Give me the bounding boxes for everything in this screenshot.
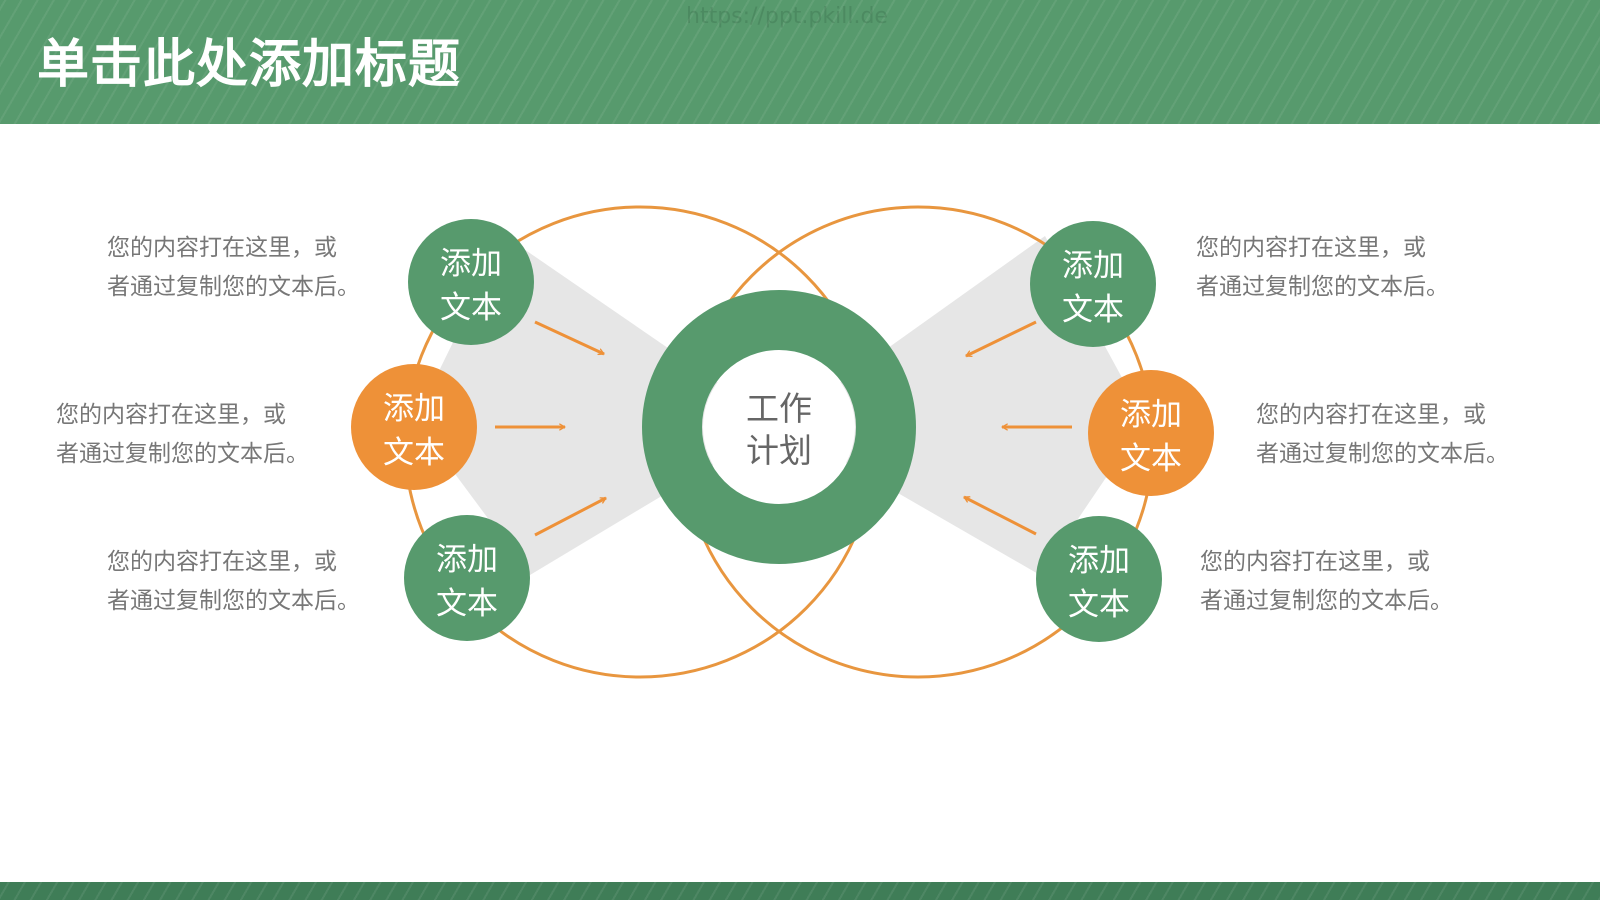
center-label-line1: 工作	[746, 389, 812, 428]
node-right-bottom[interactable]: 添加 文本	[1036, 516, 1162, 642]
header-bar	[0, 0, 1600, 124]
node-right-middle-line2: 文本	[1120, 441, 1182, 477]
node-left-bottom-line2: 文本	[436, 586, 498, 622]
arrow-right-top	[965, 320, 1037, 358]
description-right-middle-line2: 者通过复制您的文本后。	[1256, 441, 1509, 467]
node-left-middle-circle	[351, 364, 477, 490]
node-left-bottom-line1: 添加	[436, 542, 498, 578]
description-left-top-line2: 者通过复制您的文本后。	[107, 274, 360, 300]
description-left-bottom[interactable]: 您的内容打在这里，或 者通过复制您的文本后。	[107, 543, 427, 621]
node-right-bottom-circle	[1036, 516, 1162, 642]
description-right-top[interactable]: 您的内容打在这里，或 者通过复制您的文本后。	[1196, 229, 1516, 307]
node-left-bottom[interactable]: 添加 文本	[404, 515, 530, 641]
node-right-middle-line1: 添加	[1120, 397, 1182, 433]
description-right-middle[interactable]: 您的内容打在这里，或 者通过复制您的文本后。	[1256, 396, 1576, 474]
center-core	[703, 351, 855, 503]
node-left-top-circle	[408, 219, 534, 345]
node-right-top[interactable]: 添加 文本	[1030, 221, 1156, 347]
node-right-middle-circle	[1088, 370, 1214, 496]
watermark-text: https://ppt.pkill.de	[686, 4, 888, 29]
node-right-top-line2: 文本	[1062, 292, 1124, 328]
node-left-top-line2: 文本	[440, 290, 502, 326]
arrow-left-bottom	[534, 496, 607, 537]
description-right-top-line2: 者通过复制您的文本后。	[1196, 274, 1449, 300]
page-title[interactable]: 单击此处添加标题	[37, 35, 462, 95]
center-label-line2: 计划	[746, 431, 812, 470]
description-right-bottom-line1: 您的内容打在这里，或	[1200, 549, 1430, 575]
node-left-top-line1: 添加	[440, 246, 502, 282]
center-label[interactable]: 工作 计划	[746, 389, 812, 470]
description-right-top-line1: 您的内容打在这里，或	[1196, 235, 1426, 261]
node-right-bottom-line1: 添加	[1068, 543, 1130, 579]
node-right-top-line1: 添加	[1062, 248, 1124, 284]
description-left-middle-line1: 您的内容打在这里，或	[56, 402, 286, 428]
node-right-bottom-line2: 文本	[1068, 587, 1130, 623]
description-left-middle-line2: 者通过复制您的文本后。	[56, 441, 309, 467]
node-left-middle-line1: 添加	[383, 391, 445, 427]
center-ring	[642, 290, 916, 564]
description-right-bottom-line2: 者通过复制您的文本后。	[1200, 588, 1453, 614]
footer-bar	[0, 882, 1600, 900]
arrow-right-bottom	[963, 495, 1037, 536]
node-left-bottom-circle	[404, 515, 530, 641]
description-left-middle[interactable]: 您的内容打在这里，或 者通过复制您的文本后。	[56, 396, 376, 474]
node-left-middle-line2: 文本	[383, 435, 445, 471]
description-right-bottom[interactable]: 您的内容打在这里，或 者通过复制您的文本后。	[1200, 543, 1520, 621]
description-left-bottom-line2: 者通过复制您的文本后。	[107, 588, 360, 614]
node-right-top-circle	[1030, 221, 1156, 347]
description-left-bottom-line1: 您的内容打在这里，或	[107, 549, 337, 575]
description-left-top[interactable]: 您的内容打在这里，或 者通过复制您的文本后。	[107, 229, 427, 307]
node-left-middle[interactable]: 添加 文本	[351, 364, 477, 490]
description-left-top-line1: 您的内容打在这里，或	[107, 235, 337, 261]
node-left-top[interactable]: 添加 文本	[408, 219, 534, 345]
node-right-middle[interactable]: 添加 文本	[1088, 370, 1214, 496]
arrow-left-top	[534, 320, 604, 356]
description-right-middle-line1: 您的内容打在这里，或	[1256, 402, 1486, 428]
